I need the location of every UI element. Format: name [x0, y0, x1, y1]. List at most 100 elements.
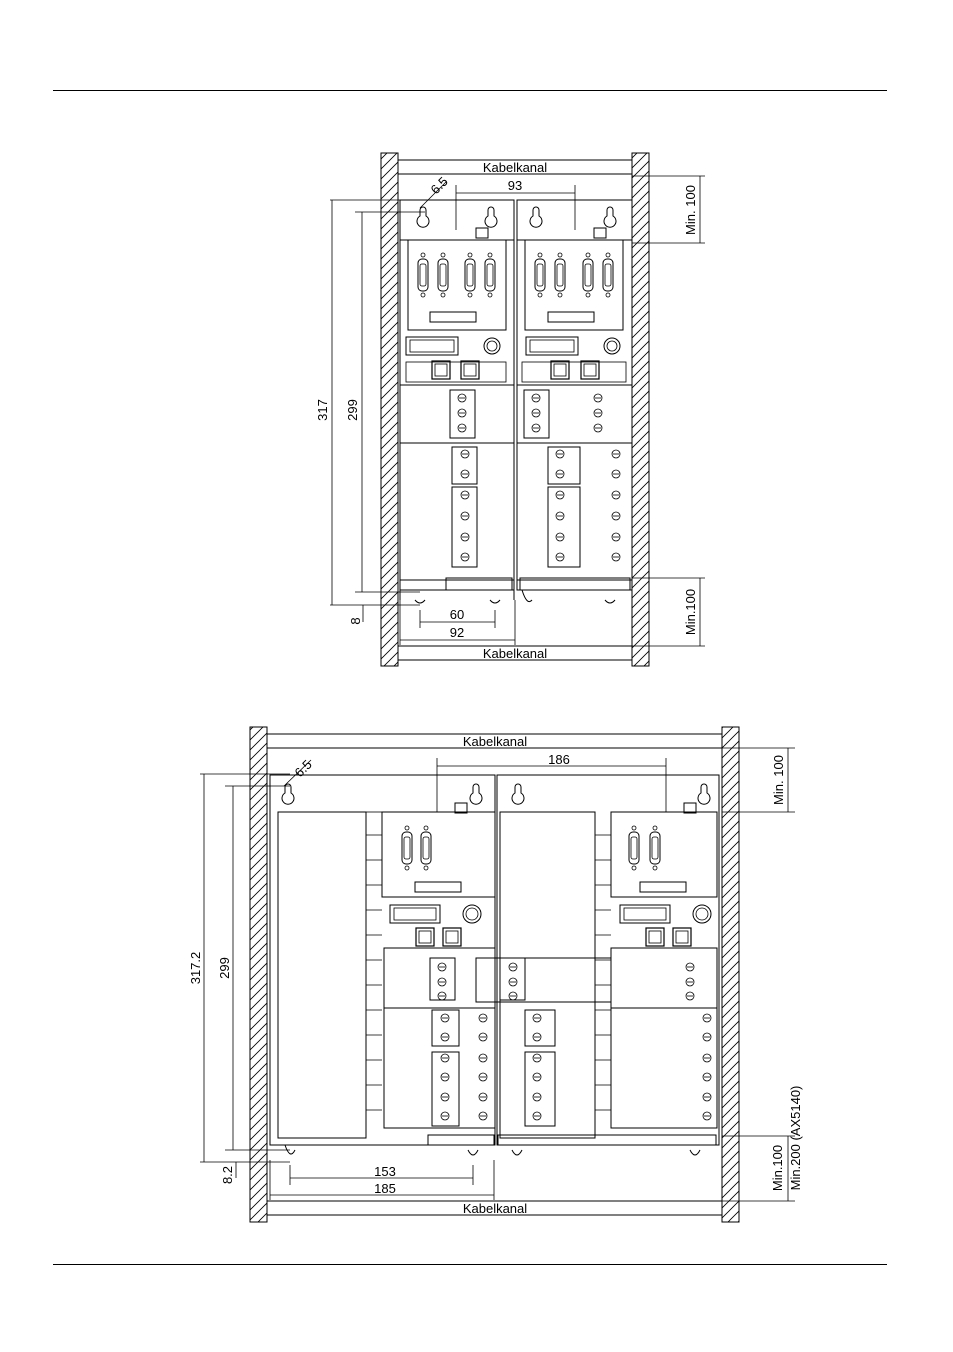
top-m1-screw-1-icon: [457, 393, 467, 403]
bottom-clearance-bottom-2: Min.200 (AX5140): [788, 1086, 803, 1191]
bottom-m1-screw-13-icon: [478, 1072, 488, 1082]
bottom-m2-screw-1-icon: [508, 962, 518, 972]
bottom-m2-latch: [683, 802, 697, 814]
top-clearance-top: Min. 100: [683, 185, 698, 235]
top-m1-dsub-2-icon: [437, 252, 449, 298]
top-dim-spacing: 93: [508, 178, 522, 193]
top-m1-dsub-3-icon: [464, 252, 476, 298]
bottom-m1-rj45-2-icon: [442, 927, 462, 947]
bottom-m1-dsub-2-icon: [420, 825, 432, 871]
top-m2-screw-6-icon: [593, 423, 603, 433]
bottom-m2-screw-12-icon: [532, 1111, 542, 1121]
top-dimension-lines: [330, 175, 705, 647]
bottom-diagram: Kabelkanal Kabelkanal: [188, 726, 803, 1223]
top-m1-latch: [475, 227, 489, 239]
top-dim-module-width: 92: [450, 625, 464, 640]
bottom-m2-screw-4-icon: [685, 962, 695, 972]
bottom-clearance-bottom-1: Min.100: [770, 1145, 785, 1191]
top-m1-screw-3-icon: [457, 423, 467, 433]
top-m1-terminal-strip: [429, 311, 477, 323]
bottom-m2-screw-9-icon: [532, 1053, 542, 1063]
bottom-m2-screw-16-icon: [702, 1072, 712, 1082]
bottom-dim-bottom-offset: 8.2: [220, 1166, 235, 1184]
top-m1-screw-8-icon: [460, 532, 470, 542]
bottom-m1-screw-12-icon: [478, 1053, 488, 1063]
bottom-duct-lower-label: Kabelkanal: [463, 1201, 527, 1216]
bottom-m1-screw-11-icon: [478, 1032, 488, 1042]
top-m2-dsub-2-icon: [554, 252, 566, 298]
bottom-m2-screw-18-icon: [702, 1111, 712, 1121]
top-m2-screw-1-icon: [531, 393, 541, 403]
top-m2-screw-9-icon: [555, 490, 565, 500]
top-m2-dsub-3-icon: [582, 252, 594, 298]
bottom-m2-terminal-strip: [639, 881, 687, 893]
bottom-dimension-lines: [200, 747, 795, 1202]
top-left-wall: [380, 152, 399, 667]
bottom-m1-terminal-strip: [414, 881, 462, 893]
bottom-m1-latch: [454, 802, 468, 814]
top-dim-hole: 6.5: [428, 174, 451, 197]
bottom-dim-slot-width: 153: [374, 1164, 396, 1179]
top-m2-screw-14-icon: [611, 469, 621, 479]
bottom-m2-screw-17-icon: [702, 1092, 712, 1102]
top-m1-screw-9-icon: [460, 552, 470, 562]
bottom-m1-screw-6-icon: [440, 1053, 450, 1063]
bottom-m2-keyhole-left-icon: [511, 783, 525, 805]
bottom-m1-screw-9-icon: [440, 1111, 450, 1121]
top-m2-keyhole-left-icon: [529, 206, 543, 228]
bottom-m2-screw-13-icon: [702, 1013, 712, 1023]
top-duct-lower: [397, 645, 633, 661]
top-m1-screw-6-icon: [460, 490, 470, 500]
top-m2-screw-2-icon: [531, 408, 541, 418]
top-m2-screw-4-icon: [593, 393, 603, 403]
header-rule: [53, 90, 887, 91]
top-m2-screw-15-icon: [611, 490, 621, 500]
bottom-m1-screw-15-icon: [478, 1111, 488, 1121]
bottom-m2-screw-14-icon: [702, 1032, 712, 1042]
bottom-m2-screw-10-icon: [532, 1072, 542, 1082]
top-m1-screw-4-icon: [460, 449, 470, 459]
top-dim-total-height: 317: [315, 399, 330, 421]
top-m1-dsub-1-icon: [417, 252, 429, 298]
top-m1-rj45-1-icon: [431, 360, 451, 380]
bottom-m2-dsub-1-icon: [628, 825, 640, 871]
top-dim-hole-pitch: 299: [345, 399, 360, 421]
bottom-m2-screw-6-icon: [685, 991, 695, 1001]
bottom-duct-upper-label: Kabelkanal: [463, 734, 527, 749]
bottom-dim-hole-pitch: 299: [217, 957, 232, 979]
top-diagram: Kabelkanal Kabelkanal: [315, 152, 705, 667]
top-duct-lower-label: Kabelkanal: [483, 646, 547, 661]
bottom-m2-rj45-1-icon: [645, 927, 665, 947]
bottom-module-1: [269, 774, 496, 1156]
top-m1-keyhole-right-icon: [484, 206, 498, 228]
bottom-m1-screw-7-icon: [440, 1072, 450, 1082]
bottom-m1-screw-2-icon: [437, 977, 447, 987]
bottom-m2-screw-5-icon: [685, 977, 695, 987]
bottom-duct-upper: [266, 733, 723, 749]
bottom-m1-dsub-1-icon: [401, 825, 413, 871]
top-m2-rj45-1-icon: [550, 360, 570, 380]
bottom-module-2: [475, 774, 720, 1156]
bottom-m1-screw-10-icon: [478, 1013, 488, 1023]
bottom-clearance-top: Min. 100: [771, 755, 786, 805]
top-m2-screw-13-icon: [611, 449, 621, 459]
top-m1-screw-2-icon: [457, 408, 467, 418]
bottom-m1-screw-3-icon: [437, 991, 447, 1001]
bottom-m1-screw-5-icon: [440, 1032, 450, 1042]
footer-rule: [53, 1264, 887, 1265]
top-m2-terminal-strip: [547, 311, 595, 323]
top-m2-rj45-2-icon: [580, 360, 600, 380]
top-m2-screw-11-icon: [555, 532, 565, 542]
top-m1-screw-5-icon: [460, 469, 470, 479]
top-duct-upper-label: Kabelkanal: [483, 160, 547, 175]
bottom-m1-keyhole-left-icon: [281, 783, 295, 805]
bottom-dim-spacing: 186: [548, 752, 570, 767]
bottom-m2-screw-11-icon: [532, 1092, 542, 1102]
bottom-m2-dsub-2-icon: [649, 825, 661, 871]
top-clearance-bottom: Min.100: [683, 589, 698, 635]
bottom-left-wall: [249, 726, 268, 1223]
bottom-m1-screw-4-icon: [440, 1013, 450, 1023]
top-duct-upper: [397, 159, 633, 175]
bottom-m1-screw-1-icon: [437, 962, 447, 972]
